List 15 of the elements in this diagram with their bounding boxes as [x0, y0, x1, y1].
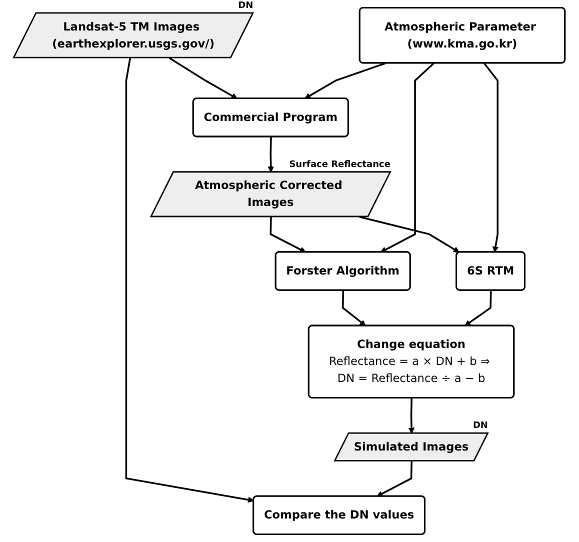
arrow: [168, 57, 238, 99]
arrow: [342, 290, 366, 326]
arrow: [464, 290, 492, 326]
arrow: [408, 398, 415, 434]
annotation-text: DN: [238, 0, 254, 11]
arrow: [484, 62, 499, 253]
arrow: [268, 136, 274, 173]
annotation-text: Surface Reflectance: [289, 160, 390, 170]
arrow: [270, 216, 306, 253]
arrow: [359, 216, 460, 253]
arrow: [304, 62, 386, 99]
annotation-text: DN: [472, 421, 488, 432]
arrow: [380, 62, 435, 253]
arrow: [126, 58, 254, 503]
arrow: [376, 461, 413, 497]
